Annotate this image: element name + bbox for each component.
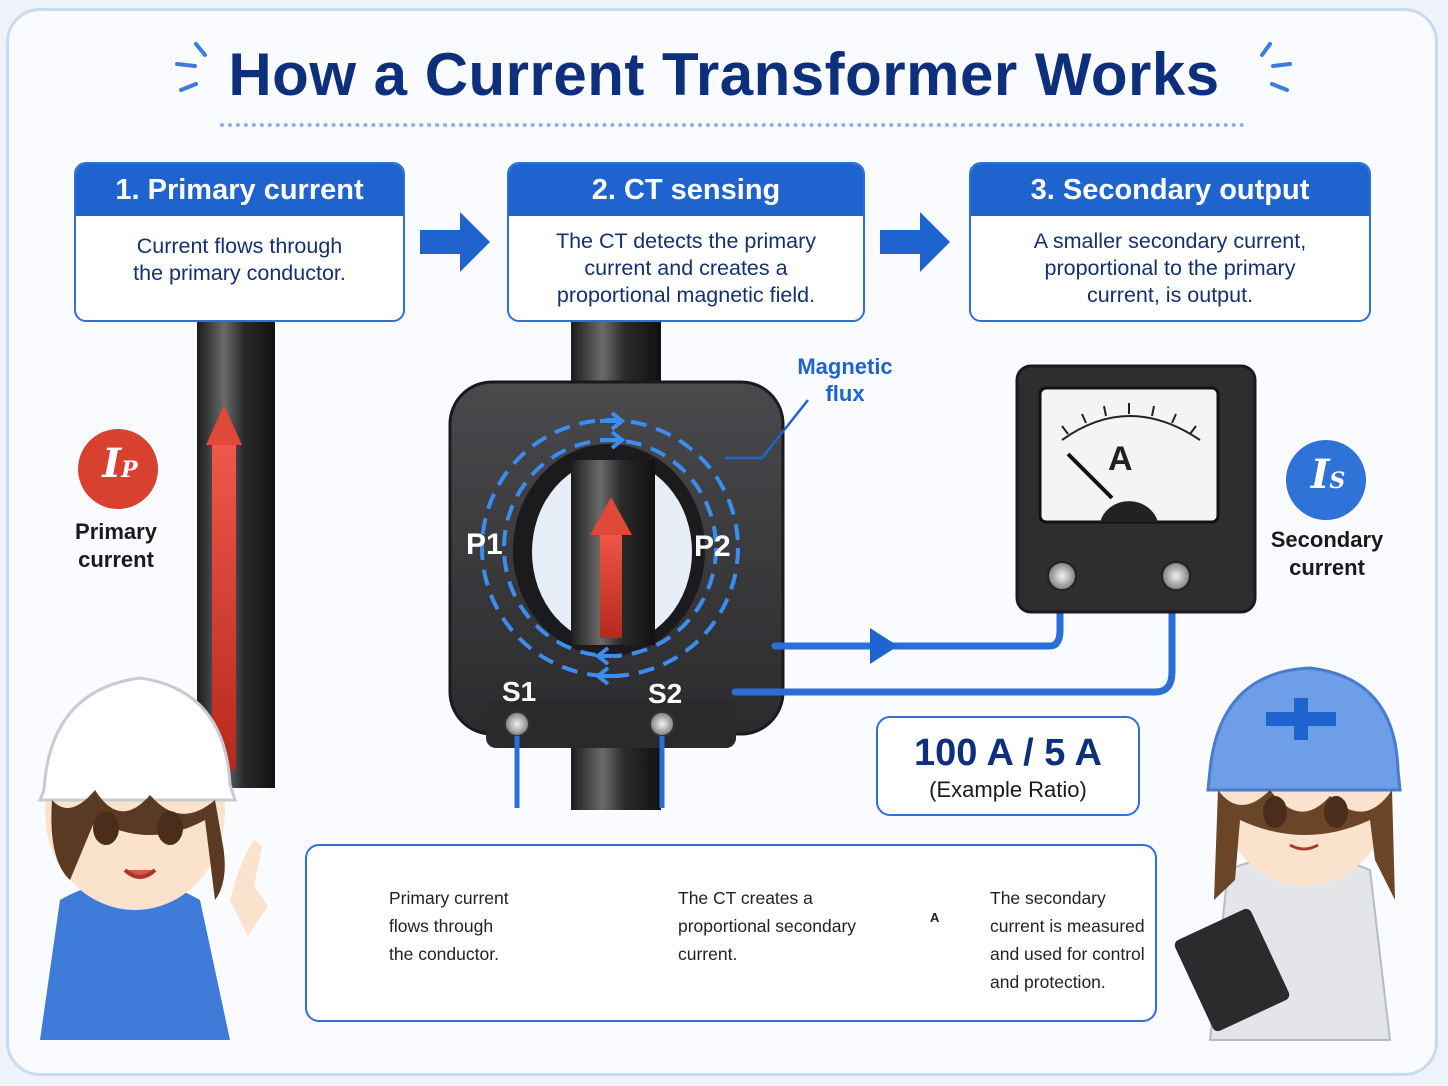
primary-current-symbol: IP (102, 440, 138, 487)
step-title: 3. Secondary output (971, 164, 1369, 216)
title-divider (220, 123, 1245, 127)
primary-conductor (197, 322, 275, 788)
summary-ammeter-unit: A (930, 910, 940, 925)
terminal-s2-label: S2 (648, 678, 683, 709)
step-text-line: proportional magnetic field. (556, 283, 816, 307)
ammeter-unit-label: A (1108, 440, 1133, 478)
worker-pointing-illustration (37, 676, 268, 1040)
summary-text-1: Primary current flows through the conduc… (389, 888, 509, 964)
ammeter (1015, 364, 1257, 614)
summary-text-3: The secondary current is measured and us… (990, 888, 1145, 992)
step-text-line: A smaller secondary current, (1033, 229, 1307, 253)
summary-panel (305, 844, 1157, 1022)
flow-arrow-icon (870, 628, 898, 664)
page-title: How a Current Transformer Works (228, 41, 1220, 108)
step-text-line: The CT detects the primary (555, 229, 817, 253)
step-text-line: Current flows through (136, 234, 343, 258)
ratio-note: (Example Ratio) (929, 777, 1087, 802)
step-arrow-icon (880, 212, 950, 272)
current-transformer (448, 380, 785, 808)
step-card-output: 3. Secondary output A smaller secondary … (969, 162, 1371, 322)
step-arrow-icon (420, 212, 490, 272)
terminal-screw-icon (1047, 561, 1077, 591)
step-card-primary: 1. Primary current Current flows through… (74, 162, 405, 322)
terminal-s1-label: S1 (502, 676, 537, 707)
terminal-p1-label: P1 (466, 528, 503, 561)
step-text-line: current and creates a (584, 256, 788, 280)
secondary-wires (731, 581, 1176, 696)
step-text-line: current, is output. (1086, 283, 1254, 307)
secondary-current-badge (1286, 440, 1366, 520)
worker-clipboard-illustration (1174, 666, 1402, 1041)
ratio-value: 100 A / 5 A (914, 732, 1102, 774)
step-title: 2. CT sensing (509, 164, 863, 216)
terminal-p2-label: P2 (694, 530, 731, 563)
step-title: 1. Primary current (76, 164, 403, 216)
current-arrow-icon (212, 440, 236, 770)
terminal-screw-icon (1161, 561, 1191, 591)
primary-current-badge (78, 429, 158, 509)
step-text-line: the primary conductor. (133, 261, 346, 285)
secondary-current-symbol: IS (1310, 451, 1346, 498)
summary-text-2: The CT creates a proportional secondary … (678, 888, 857, 964)
terminal-screw-icon (504, 711, 530, 737)
step-text-line: proportional to the primary (1044, 256, 1296, 280)
step-card-sensing: 2. CT sensing The CT detects the primary… (507, 162, 865, 322)
ratio-box: 100 A / 5 A (Example Ratio) (876, 716, 1140, 816)
terminal-screw-icon (649, 711, 675, 737)
